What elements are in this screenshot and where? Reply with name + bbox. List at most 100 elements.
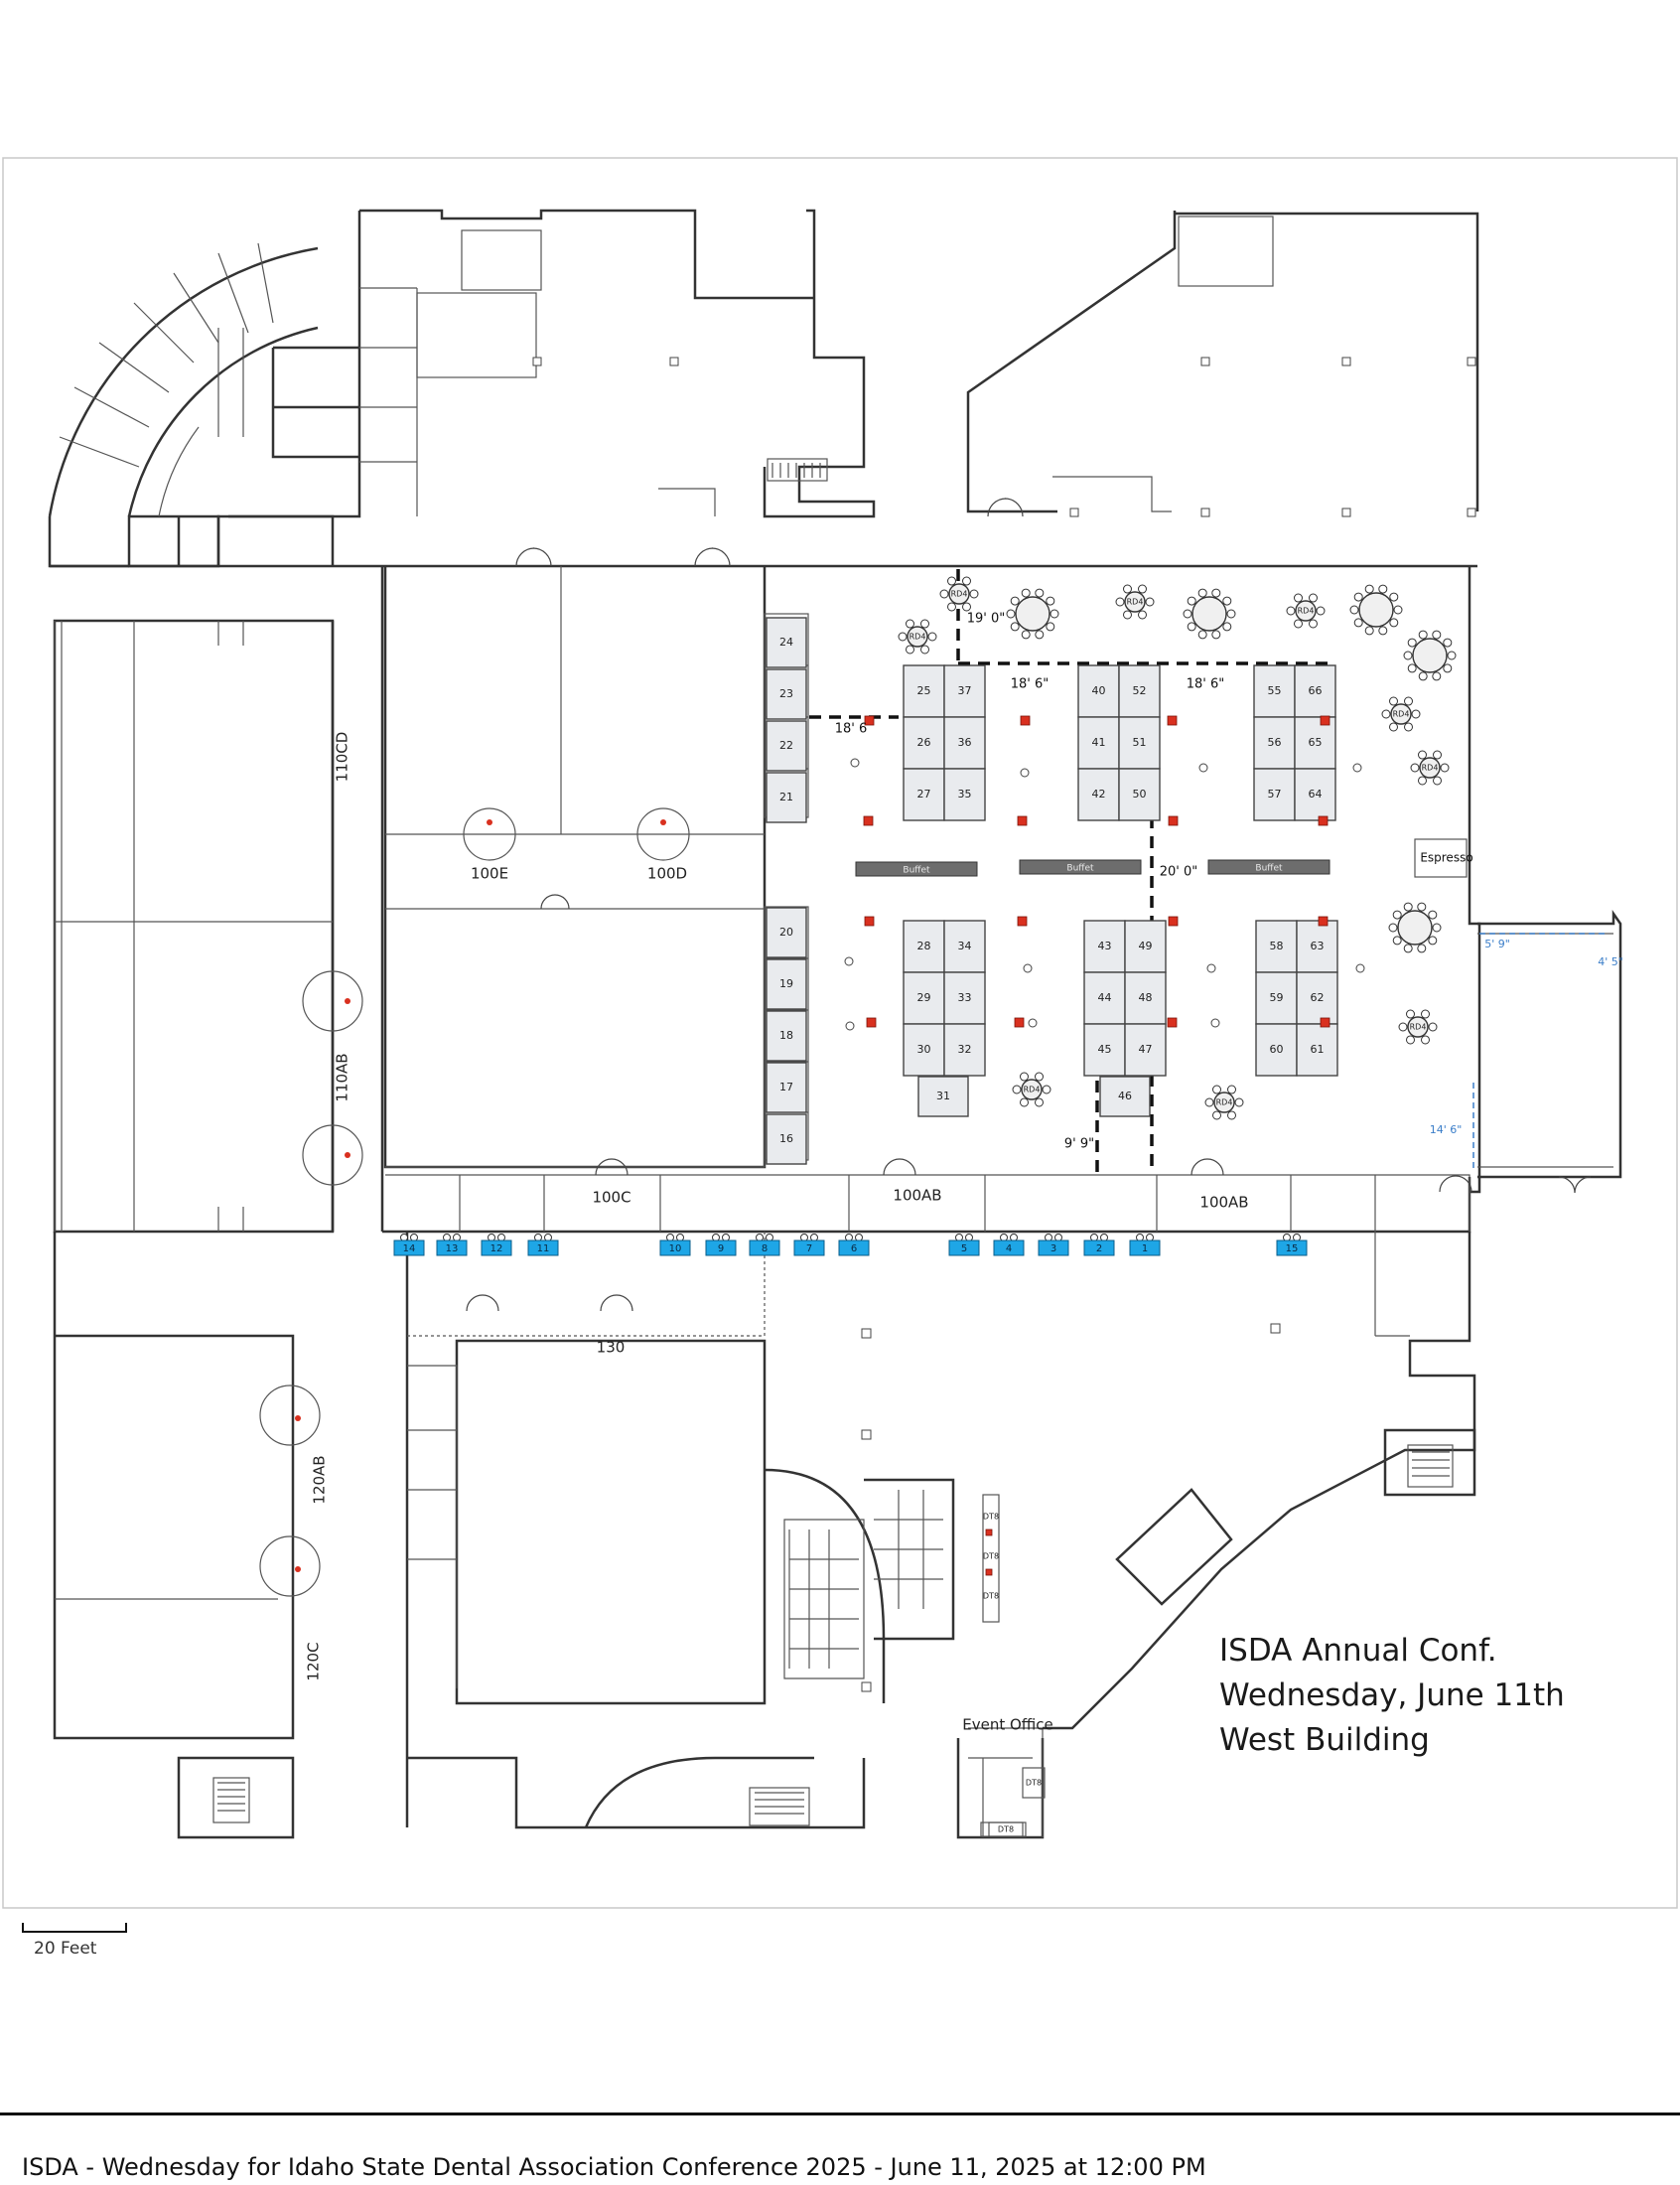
marker-15 xyxy=(1167,1017,1178,1028)
round-table-1-chair xyxy=(1046,596,1055,606)
rd4-table-4-chair xyxy=(1294,593,1303,603)
round-table-3-chair xyxy=(1364,626,1374,636)
round-table-2-chair xyxy=(1197,630,1207,640)
booth-21 xyxy=(766,772,807,823)
corridor-booth-8-label: 8 xyxy=(762,1243,768,1254)
rd4-table-2 xyxy=(907,626,928,648)
dt8-label-3: DT8 xyxy=(983,1592,999,1601)
booth-33 xyxy=(943,971,986,1025)
round-table-1 xyxy=(1015,596,1050,632)
rd4-table-7-chair xyxy=(1012,1085,1022,1094)
corridor-chair xyxy=(712,1234,720,1241)
corridor-booth-1-label: 1 xyxy=(1142,1243,1148,1254)
event-title-line-2: Wednesday, June 11th xyxy=(1219,1677,1565,1713)
floor-dot-9 xyxy=(845,1021,855,1031)
booth-59-label: 59 xyxy=(1270,991,1284,1004)
corridor-chair xyxy=(766,1234,773,1241)
event-title: ISDA Annual Conf. Wednesday, June 11th W… xyxy=(1219,1629,1656,1763)
floor-dot-2 xyxy=(1020,768,1030,778)
north-walls xyxy=(48,209,1479,568)
rd4-table-6-label: RD4 xyxy=(1422,764,1439,773)
corridor-chair xyxy=(666,1234,674,1241)
booth-19-label: 19 xyxy=(779,977,793,990)
room-100ab-east: 100AB xyxy=(1199,1194,1248,1212)
floor-dot-7 xyxy=(1206,963,1216,973)
round-table-3-chair xyxy=(1378,626,1388,636)
round-table-5-chair xyxy=(1428,936,1438,946)
round-table-4-chair xyxy=(1443,663,1453,673)
round-table-4-chair xyxy=(1418,630,1428,640)
corridor-booth-14 xyxy=(393,1239,425,1256)
buffet-table-1 xyxy=(855,861,978,877)
round-table-1-chair xyxy=(1021,588,1031,598)
dt8-label-5: DT8 xyxy=(998,1825,1014,1834)
corridor-booth-13 xyxy=(436,1239,468,1256)
corridor-chair xyxy=(1100,1234,1108,1241)
corridor-chair xyxy=(410,1234,418,1241)
corridor-booth-2-label: 2 xyxy=(1096,1243,1102,1254)
round-table-5-chair xyxy=(1403,944,1413,953)
booth-36-label: 36 xyxy=(958,736,972,749)
corridor-chair xyxy=(810,1234,818,1241)
round-table-1-chair xyxy=(1006,609,1016,619)
corridor-chair xyxy=(544,1234,552,1241)
rd4-table-9-chair xyxy=(1406,1009,1415,1019)
rd4-table-8-chair xyxy=(1204,1097,1214,1107)
rd4-table-1-chair xyxy=(962,576,971,586)
corridor-booth-14-label: 14 xyxy=(403,1243,416,1254)
floor-dot-1 xyxy=(850,758,860,768)
rd4-table-4-chair xyxy=(1316,606,1326,616)
rd4-table-3-chair xyxy=(1115,597,1125,607)
booth-26-label: 26 xyxy=(917,736,931,749)
booth-20-label: 20 xyxy=(779,926,793,939)
corridor-booth-9 xyxy=(705,1239,737,1256)
booth-17-label: 17 xyxy=(779,1081,793,1093)
dim-20-0: 20' 0" xyxy=(1160,865,1198,880)
dimension-lines xyxy=(809,569,1609,1172)
rd4-table-6-chair xyxy=(1433,776,1442,786)
marker-6 xyxy=(1017,815,1028,826)
rd4-table-7-chair xyxy=(1035,1072,1044,1082)
rd4-table-8 xyxy=(1213,1092,1235,1113)
booth-60-label: 60 xyxy=(1270,1043,1284,1056)
rd4-table-1 xyxy=(948,583,970,605)
booth-46-label: 46 xyxy=(1118,1090,1132,1102)
booth-64 xyxy=(1294,768,1336,821)
rd4-table-5-chair xyxy=(1404,722,1413,732)
rd4-table-7-label: RD4 xyxy=(1024,1086,1041,1094)
rd4-table-3-chair xyxy=(1138,584,1147,594)
booth-51-label: 51 xyxy=(1133,736,1147,749)
booth-41 xyxy=(1077,716,1120,770)
booth-44-label: 44 xyxy=(1098,991,1112,1004)
rd4-table-3-chair xyxy=(1123,610,1132,620)
corridor-chair xyxy=(534,1234,542,1241)
south-walls xyxy=(53,1232,1476,1839)
rd4-table-7-chair xyxy=(1020,1097,1029,1107)
round-table-5-chair xyxy=(1392,936,1402,946)
booth-57-label: 57 xyxy=(1268,788,1282,801)
corridor-booth-6 xyxy=(838,1239,870,1256)
booth-45-label: 45 xyxy=(1098,1043,1112,1056)
room-120c: 120C xyxy=(305,1642,323,1680)
round-table-5-chair xyxy=(1428,910,1438,920)
buffet-table-3 xyxy=(1207,859,1330,875)
dt8-label-1: DT8 xyxy=(983,1513,999,1522)
booth-59 xyxy=(1255,971,1298,1025)
booth-31 xyxy=(917,1076,969,1117)
round-table-5-chair xyxy=(1392,910,1402,920)
booth-18-label: 18 xyxy=(779,1029,793,1042)
scale-bar: 20 Feet xyxy=(22,1923,127,1959)
booth-55-label: 55 xyxy=(1268,684,1282,697)
corridor-chair xyxy=(955,1234,963,1241)
marker-12 xyxy=(1318,916,1329,927)
booth-52 xyxy=(1118,664,1161,718)
round-table-1-chair xyxy=(1046,622,1055,632)
corridor-chair xyxy=(855,1234,863,1241)
rd4-table-4-label: RD4 xyxy=(1298,607,1315,616)
rd4-table-9-chair xyxy=(1428,1022,1438,1032)
corridor-chair xyxy=(722,1234,730,1241)
marker-3 xyxy=(1167,715,1178,726)
rd4-table-4-chair xyxy=(1309,593,1318,603)
rd4-table-4-chair xyxy=(1294,619,1303,629)
room-120ab: 120AB xyxy=(311,1455,329,1504)
